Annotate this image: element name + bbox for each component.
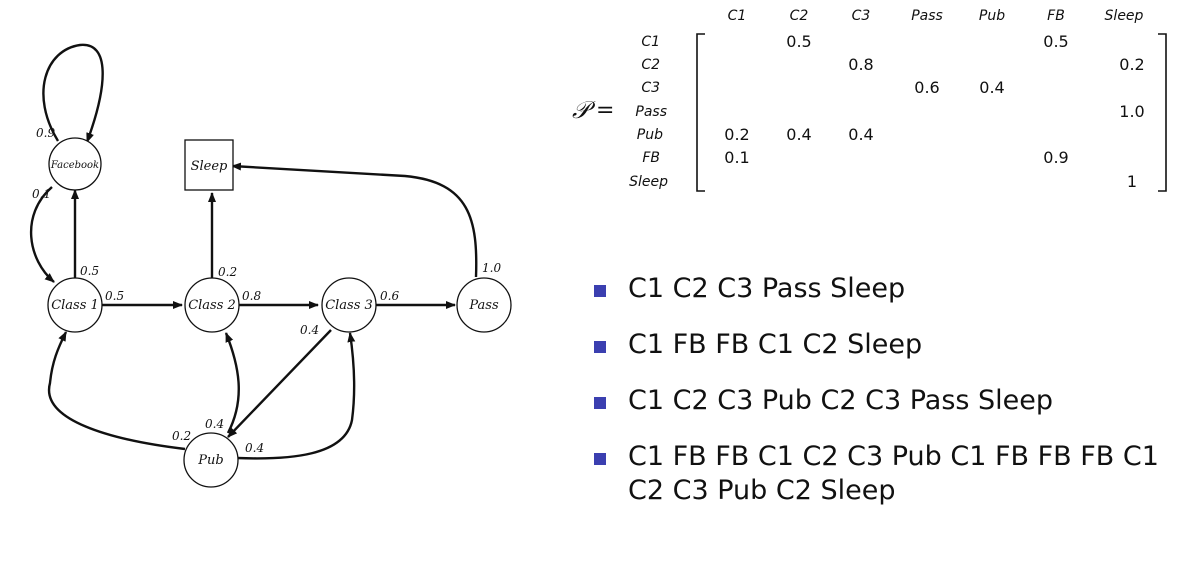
node-class3: Class 3 — [321, 277, 377, 333]
row-label-sleep: Sleep — [629, 174, 668, 190]
matrix-cell: 0.8 — [848, 55, 873, 74]
edge-label-class1-facebook: 0.5 — [80, 264, 99, 278]
svg-text:Class 3: Class 3 — [325, 298, 373, 313]
bullet-square-icon — [594, 397, 606, 409]
matrix-row-labels: C1 C2 C3 Pass Pub FB Sleep — [629, 34, 668, 190]
node-sleep: Sleep — [184, 139, 234, 191]
episode-text: C1 C2 C3 Pass Sleep — [628, 273, 906, 304]
matrix-cells: 0.5 0.5 0.8 0.2 0.6 0.4 1.0 0.2 0.4 0.4 0.1 0.9 1 — [724, 32, 1144, 191]
matrix-symbol: 𝒫 — [572, 96, 596, 124]
node-class2: Class 2 — [184, 277, 240, 333]
matrix-cell: 0.9 — [1043, 148, 1068, 167]
node-pub: Pub — [183, 432, 239, 488]
matrix-cell: 0.6 — [914, 78, 939, 97]
svg-text:Pub: Pub — [197, 453, 223, 468]
edge-label-pass-sleep: 1.0 — [482, 261, 501, 275]
col-header-c2: C2 — [790, 8, 809, 24]
episode-item: C1 C2 C3 Pass Sleep — [592, 272, 1177, 306]
episode-text: C1 C2 C3 Pub C2 C3 Pass Sleep — [628, 385, 1054, 416]
episode-item: C1 FB FB C1 C2 Sleep — [592, 328, 1177, 362]
edge-label-class3-pub: 0.4 — [300, 323, 319, 337]
col-header-sleep: Sleep — [1105, 8, 1144, 24]
edge-pub-class3 — [236, 332, 356, 460]
col-header-c1: C1 — [728, 8, 747, 24]
node-class1: Class 1 — [47, 277, 103, 333]
edge-label-class2-sleep: 0.2 — [218, 265, 237, 279]
matrix-cell: 0.5 — [1043, 32, 1068, 51]
matrix-left-bracket — [696, 33, 705, 192]
matrix-cell: 1.0 — [1119, 102, 1144, 121]
edge-facebook-class1 — [30, 186, 55, 283]
col-header-pub: Pub — [979, 8, 1005, 24]
row-label-c1: C1 — [641, 34, 660, 50]
matrix-column-headers: C1 C2 C3 Pass Pub FB Sleep — [728, 8, 1144, 24]
col-header-c3: C3 — [852, 8, 871, 24]
col-header-fb: FB — [1047, 8, 1065, 24]
sample-episodes-list: C1 C2 C3 Pass Sleep C1 FB FB C1 C2 Sleep… — [592, 272, 1177, 530]
episode-text: C1 FB FB C1 C2 C3 Pub C1 FB FB FB C1 C2 … — [628, 441, 1159, 506]
matrix-cell: 0.2 — [724, 125, 749, 144]
bullet-square-icon — [594, 285, 606, 297]
matrix-cell: 0.2 — [1119, 55, 1144, 74]
edge-pub-class2 — [224, 332, 240, 434]
col-header-pass: Pass — [911, 8, 943, 24]
row-label-fb: FB — [642, 150, 660, 166]
edge-label-class2-class3: 0.8 — [242, 289, 261, 303]
matrix-cell: 0.5 — [786, 32, 811, 51]
svg-text:Class 2: Class 2 — [188, 298, 236, 313]
edge-class3-pub — [227, 329, 332, 438]
row-label-pass: Pass — [635, 104, 667, 120]
node-facebook: Facebook — [48, 137, 102, 191]
edge-label-pub-class2: 0.4 — [205, 417, 224, 431]
svg-text:Sleep: Sleep — [191, 159, 228, 174]
matrix-equals: = — [596, 98, 614, 123]
episode-item: C1 C2 C3 Pub C2 C3 Pass Sleep — [592, 384, 1177, 418]
edge-facebook-facebook — [42, 43, 104, 143]
matrix-cell: 1 — [1127, 172, 1137, 191]
node-pass: Pass — [456, 277, 512, 333]
edge-label-pub-class3: 0.4 — [245, 441, 264, 455]
episode-text: C1 FB FB C1 C2 Sleep — [628, 329, 923, 360]
edge-label-class1-class2: 0.5 — [105, 289, 124, 303]
edge-pass-sleep — [231, 162, 478, 278]
matrix-cell: 0.4 — [848, 125, 873, 144]
row-label-c2: C2 — [641, 57, 660, 73]
matrix-right-bracket — [1158, 33, 1167, 192]
bullet-square-icon — [594, 453, 606, 465]
matrix-cell: 0.4 — [786, 125, 811, 144]
edge-label-pub-class1: 0.2 — [172, 429, 191, 443]
svg-text:Facebook: Facebook — [50, 160, 99, 171]
episode-item: C1 FB FB C1 C2 C3 Pub C1 FB FB FB C1 C2 … — [592, 440, 1177, 508]
edge-label-class3-pass: 0.6 — [380, 289, 399, 303]
transition-matrix: 𝒫 = C1 C2 C3 Pass Pub FB Sleep C1 C2 C3 … — [572, 8, 1167, 192]
edge-label-facebook-facebook: 0.9 — [36, 126, 55, 140]
svg-text:Pass: Pass — [468, 298, 499, 313]
matrix-cell: 0.1 — [724, 148, 749, 167]
markov-chain-diagram: 0.9 0.1 0.5 0.5 0.2 0.8 0.6 0.4 1.0 0.2 … — [30, 43, 512, 488]
bullet-square-icon — [594, 341, 606, 353]
matrix-cell: 0.4 — [979, 78, 1004, 97]
row-label-c3: C3 — [641, 80, 660, 96]
edge-label-facebook-class1: 0.1 — [32, 187, 51, 201]
row-label-pub: Pub — [637, 127, 663, 143]
edge-pub-class1 — [47, 331, 186, 451]
svg-text:Class 1: Class 1 — [51, 298, 99, 313]
